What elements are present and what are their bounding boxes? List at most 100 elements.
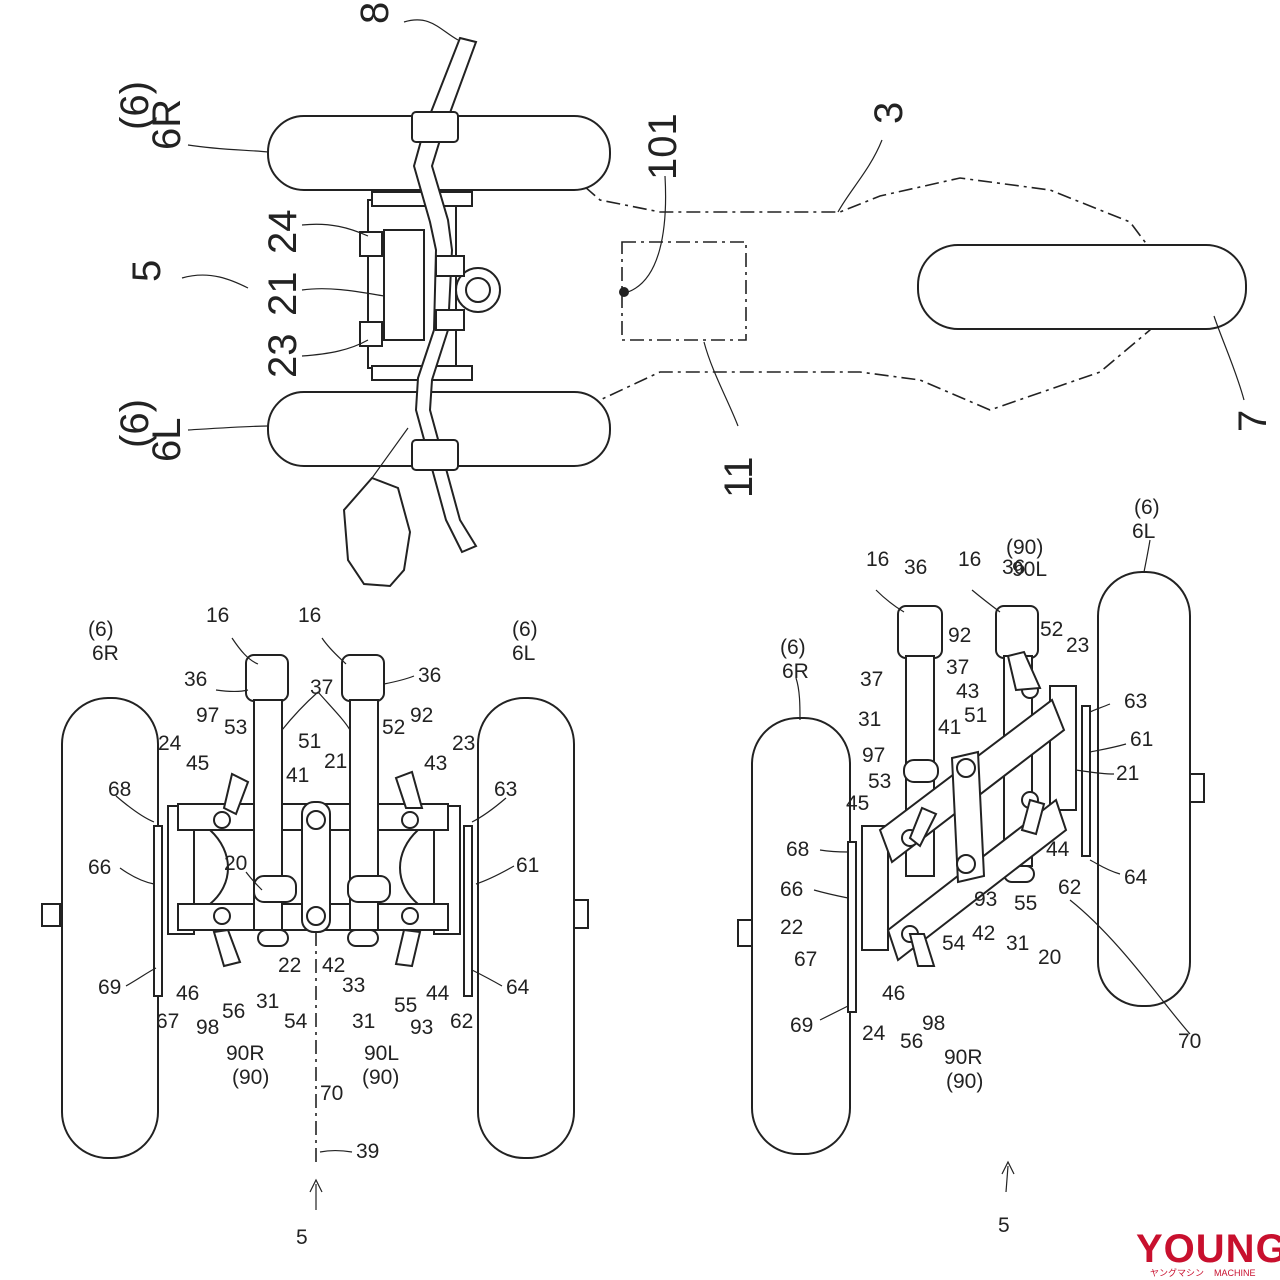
lv-label-64: 64 bbox=[1124, 866, 1148, 889]
side-arc-left bbox=[399, 829, 419, 905]
bottom-cap-right bbox=[257, 929, 289, 947]
lv-label-54: 54 bbox=[942, 932, 966, 955]
stopper-92-lean bbox=[1006, 650, 1042, 692]
leader-61-lean bbox=[1089, 743, 1127, 753]
fv-label-42: 42 bbox=[322, 954, 345, 977]
lv-label-93: 93 bbox=[974, 888, 997, 911]
bracket-24 bbox=[359, 231, 383, 257]
leader-16a-lean bbox=[875, 589, 905, 613]
fv-label-6l: 6L bbox=[512, 642, 535, 665]
side-bracket-24-lean bbox=[861, 825, 889, 951]
leader-7 bbox=[1213, 315, 1245, 401]
pivot-upper-center-lean bbox=[956, 758, 976, 778]
leader-8 bbox=[403, 19, 459, 41]
lv-label-62: 62 bbox=[1058, 876, 1081, 899]
leader-21-lean bbox=[1075, 769, 1115, 775]
lv-label-6r-paren: (6) bbox=[780, 636, 806, 659]
controller-101 bbox=[621, 241, 747, 341]
leader-36a bbox=[215, 689, 249, 693]
fv-label-23: 23 bbox=[452, 732, 475, 755]
front-wheel-6l-front bbox=[477, 697, 575, 1159]
arrow-5-bottom-left-head bbox=[309, 1178, 323, 1193]
label-8: 8 bbox=[353, 2, 397, 24]
tube-36-right-lean bbox=[897, 605, 943, 659]
lower-cross-member-42-lean bbox=[886, 798, 1068, 962]
top-view-figure: 8 (6) 6R 101 3 24 5 21 23 (6) 6L 11 7 bbox=[113, 2, 1275, 588]
stopper-98 bbox=[212, 928, 242, 968]
lv-label-6r: 6R bbox=[782, 660, 809, 683]
fv-label-56: 56 bbox=[222, 1000, 245, 1023]
leader-20 bbox=[245, 871, 263, 891]
axle-nut-right bbox=[41, 903, 61, 927]
leader-5-top bbox=[181, 274, 249, 289]
leader-61 bbox=[475, 865, 515, 885]
fv-label-46: 46 bbox=[176, 982, 199, 1005]
lv-label-41: 41 bbox=[938, 716, 961, 739]
lv-label-16b: 16 bbox=[958, 548, 981, 571]
axle-nut-left-lean bbox=[1189, 773, 1205, 803]
lv-label-5: 5 bbox=[998, 1214, 1010, 1237]
fv-label-31a: 31 bbox=[256, 990, 279, 1013]
axle-nut-left bbox=[573, 899, 589, 929]
stopper-98-lean bbox=[908, 933, 936, 967]
pivot-56 bbox=[213, 907, 231, 925]
leader-23-top bbox=[301, 339, 369, 357]
fv-label-93: 93 bbox=[410, 1016, 433, 1039]
fv-label-22: 22 bbox=[278, 954, 301, 977]
leader-66-lean bbox=[813, 889, 849, 899]
stopper-97-lean bbox=[908, 806, 938, 848]
fv-label-21: 21 bbox=[324, 750, 347, 773]
label-6r-paren: (6) bbox=[113, 81, 157, 130]
stopper-93-lean bbox=[1020, 798, 1046, 836]
lv-label-20: 20 bbox=[1038, 946, 1061, 969]
brake-disc-right bbox=[153, 825, 163, 997]
leader-16a bbox=[231, 637, 259, 665]
lv-label-46: 46 bbox=[882, 982, 905, 1005]
fv-label-20: 20 bbox=[224, 852, 247, 875]
leader-64 bbox=[471, 969, 503, 987]
fv-label-31b: 31 bbox=[352, 1010, 375, 1033]
pivot-52 bbox=[401, 811, 419, 829]
arrow-5-bottom-right-head bbox=[1001, 1160, 1015, 1175]
label-11: 11 bbox=[717, 456, 761, 498]
fv-label-66: 66 bbox=[88, 856, 111, 879]
lv-label-55: 55 bbox=[1014, 892, 1037, 915]
label-3: 3 bbox=[867, 102, 911, 124]
brake-disc-left bbox=[463, 825, 473, 997]
label-21: 21 bbox=[261, 272, 305, 317]
leader-6l-lean bbox=[1143, 539, 1151, 573]
bracket-23 bbox=[359, 321, 383, 347]
pivot-lower-center bbox=[306, 906, 326, 926]
lv-label-92: 92 bbox=[948, 624, 971, 647]
fv-label-90l-paren: (90) bbox=[362, 1066, 399, 1089]
label-6r: 6R bbox=[145, 99, 189, 150]
controller-dot bbox=[619, 287, 629, 297]
lv-label-21: 21 bbox=[1116, 762, 1139, 785]
label-101: 101 bbox=[641, 113, 685, 180]
front-view-figure: 16 16 36 36 (6) 6R (6) 6L 37 97 53 52 92… bbox=[41, 604, 589, 1249]
fv-label-5: 5 bbox=[296, 1226, 308, 1249]
fv-label-55: 55 bbox=[394, 994, 417, 1017]
lv-label-6l: 6L bbox=[1132, 520, 1155, 543]
leader-63 bbox=[471, 797, 507, 823]
leader-16b bbox=[321, 637, 347, 665]
fv-label-16b: 16 bbox=[298, 604, 321, 627]
fv-label-63: 63 bbox=[494, 778, 517, 801]
stopper-93 bbox=[394, 928, 422, 968]
fv-label-51: 51 bbox=[298, 730, 321, 753]
leader-11 bbox=[703, 341, 739, 427]
lv-label-31b: 31 bbox=[1006, 932, 1029, 955]
handle-post-clamp-2 bbox=[435, 309, 465, 331]
side-member-21 bbox=[383, 229, 425, 341]
leader-37 bbox=[281, 691, 319, 731]
fv-label-6r-paren: (6) bbox=[88, 618, 114, 641]
fv-label-90r-paren: (90) bbox=[232, 1066, 269, 1089]
leader-69-lean bbox=[819, 1005, 849, 1021]
fv-label-62: 62 bbox=[450, 1010, 473, 1033]
label-6l: 6L bbox=[145, 418, 189, 463]
fv-label-16a: 16 bbox=[206, 604, 229, 627]
leader-68-lean bbox=[819, 849, 849, 853]
label-6l-paren: (6) bbox=[113, 399, 157, 448]
fv-label-33: 33 bbox=[342, 974, 365, 997]
